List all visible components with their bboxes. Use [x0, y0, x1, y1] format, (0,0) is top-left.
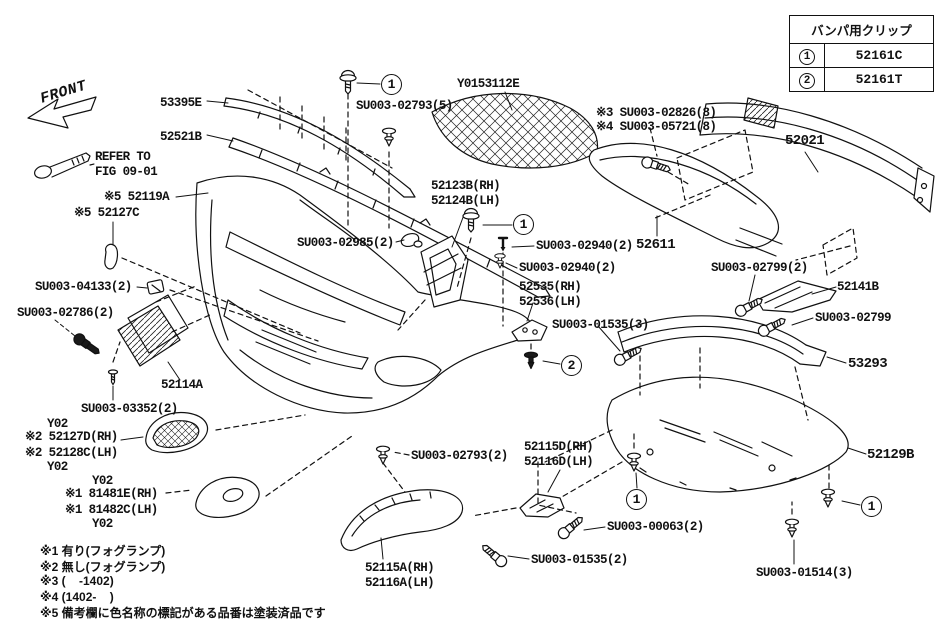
cover-53293-art — [617, 315, 827, 367]
front-arrow-icon — [27, 96, 97, 129]
part-label-52127d: ※2 52127D(RH) — [25, 430, 118, 444]
strip-52521b-art — [228, 137, 551, 298]
part-label-81482c: ※1 81482C(LH) — [65, 503, 158, 517]
legend-row-1: 1 52161C — [789, 43, 934, 68]
part-label-53395e: 53395E — [160, 96, 202, 110]
spoiler-52115a-art — [340, 489, 464, 552]
callout-clip-1-a: 1 — [381, 74, 402, 95]
refer-to-fig-label: REFER TO FIG 09-01 — [95, 150, 158, 180]
part-label-53293: 53293 — [848, 356, 888, 372]
part-label-52115a-52116a: 52115A(RH) 52116A(LH) — [365, 561, 435, 591]
callout-clip-1-d: 1 — [861, 496, 882, 517]
part-label-52114a: 52114A — [161, 378, 203, 392]
color-code-y02-a: Y02 — [47, 417, 68, 431]
reinforcement-52021-art — [699, 97, 935, 213]
callout-clip-2: 2 — [561, 355, 582, 376]
bumper-cover-art — [195, 175, 533, 414]
legend-part-52161t: 52161T — [824, 67, 934, 92]
part-label-su003-02826-8: ※3 SU003-02826(8) — [596, 106, 717, 120]
part-label-su003-02940-2b: SU003-02940(2) — [519, 261, 616, 275]
tow-hook-art — [34, 152, 95, 179]
part-label-su003-00063-2: SU003-00063(2) — [607, 520, 704, 534]
part-label-52128c: ※2 52128C(LH) — [25, 446, 118, 460]
part-label-52611: 52611 — [636, 237, 676, 253]
cover-52127c-art — [104, 243, 119, 270]
bracket-52141b-art — [756, 280, 837, 313]
fog-cover-52127d-art — [145, 411, 209, 454]
part-label-su003-05721-8: ※4 SU003-05721(8) — [596, 120, 717, 134]
footnote-2: ※2 無し(フォグランプ) — [40, 560, 166, 574]
grille-mesh-y0153112e-art — [431, 92, 599, 169]
part-label-y0153112e: Y0153112E — [457, 77, 520, 91]
legend-title: バンパ用クリップ — [789, 15, 934, 44]
footnote-1: ※1 有り(フォグランプ) — [40, 544, 166, 558]
part-label-52123b-52124b: 52123B(RH) 52124B(LH) — [431, 179, 501, 209]
footnote-5: ※5 備考欄に色名称の標記がある品番は塗装済品です — [40, 606, 326, 619]
part-label-su003-02799-2: SU003-02799(2) — [711, 261, 808, 275]
footnote-4: ※4 (1402- ) — [40, 590, 114, 604]
part-label-su003-02799: SU003-02799 — [815, 311, 892, 325]
undercover-52129b-art — [606, 376, 849, 493]
part-label-52535-52536: 52535(RH) 52536(LH) — [519, 280, 582, 310]
leader-lines — [54, 82, 867, 565]
callout-clip-1-c: 1 — [626, 489, 647, 510]
part-label-52141b: 52141B — [837, 280, 879, 294]
clip-su003-04133-art — [146, 279, 165, 295]
part-label-su003-04133-2: SU003-04133(2) — [35, 280, 132, 294]
bracket-52535-art — [511, 319, 548, 342]
part-label-52521b: 52521B — [160, 130, 202, 144]
part-label-52127c: ※5 52127C — [74, 206, 140, 220]
bumper-clip-legend-table: バンパ用クリップ 1 52161C 2 52161T — [789, 15, 934, 92]
part-label-su003-01535-3: SU003-01535(3) — [552, 318, 649, 332]
part-label-su003-02793-2: SU003-02793(2) — [411, 449, 508, 463]
callout-clip-1-b: 1 — [513, 214, 534, 235]
fog-cover-81481e-art — [195, 476, 260, 518]
legend-callout-1: 1 — [799, 49, 815, 65]
part-label-su003-01514-3: SU003-01514(3) — [756, 566, 853, 580]
part-label-su003-02985-2: SU003-02985(2) — [297, 236, 394, 250]
part-label-52119a: ※5 52119A — [104, 190, 170, 204]
legend-row-2: 2 52161T — [789, 67, 934, 92]
part-label-52021: 52021 — [785, 133, 825, 149]
color-code-y02-d: Y02 — [92, 517, 113, 531]
part-label-su003-01535-2: SU003-01535(2) — [531, 553, 628, 567]
color-code-y02-c: Y02 — [92, 474, 113, 488]
part-label-52115d-52116d: 52115D(RH) 52116D(LH) — [524, 440, 594, 470]
part-label-su003-03352-2: SU003-03352(2) — [81, 402, 178, 416]
part-label-81481e: ※1 81481E(RH) — [65, 487, 158, 501]
projection-lines — [112, 89, 858, 517]
part-label-52129b: 52129B — [867, 447, 914, 463]
color-code-y02-b: Y02 — [47, 460, 68, 474]
bracket-52123b-art — [400, 232, 469, 308]
legend-callout-2: 2 — [799, 73, 815, 89]
part-label-su003-02786-2: SU003-02786(2) — [17, 306, 114, 320]
part-label-su003-02793-5: SU003-02793(5) — [356, 99, 453, 113]
license-bracket-52114a-art — [117, 294, 189, 367]
part-label-su003-02940-2a: SU003-02940(2) — [536, 239, 633, 253]
footnote-3: ※3 ( -1402) — [40, 574, 114, 588]
legend-part-52161c: 52161C — [824, 43, 934, 68]
